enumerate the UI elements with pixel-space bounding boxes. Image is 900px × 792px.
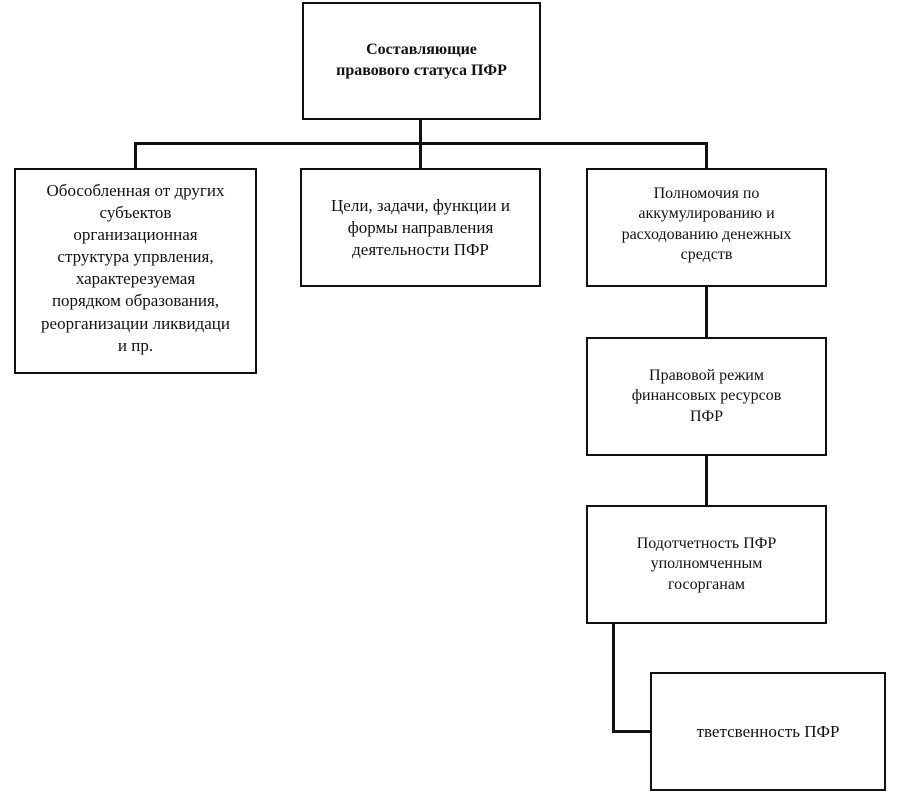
node-powers-accumulation-spending: Полномочия по аккумулированию и расходов… [586, 168, 827, 287]
connector-powers-to-regime [705, 286, 708, 339]
node-organizational-structure-label: Обособленная от других субъектов организ… [41, 181, 230, 355]
node-accountability-state-bodies-label: Подотчетность ПФР уполномченным госорган… [636, 534, 777, 593]
connector-regime-to-accountability [705, 455, 708, 507]
node-responsibility-label: тветсвенность ПФР [696, 721, 840, 741]
node-responsibility: тветсвенность ПФР [650, 672, 886, 791]
node-goals-tasks-functions-label: Цели, задачи, функции и формы направлени… [331, 196, 510, 259]
node-accountability-state-bodies: Подотчетность ПФР уполномченным госорган… [586, 505, 827, 624]
node-legal-regime-financial-resources-label: Правовой режим финансовых ресурсов ПФР [631, 366, 782, 425]
node-root-label: Составляющие правового статуса ПФР [336, 41, 507, 79]
node-goals-tasks-functions: Цели, задачи, функции и формы направлени… [300, 168, 541, 287]
node-powers-accumulation-spending-label: Полномочия по аккумулированию и расходов… [621, 185, 792, 264]
node-legal-regime-financial-resources: Правовой режим финансовых ресурсов ПФР [586, 337, 827, 456]
node-organizational-structure: Обособленная от других субъектов организ… [14, 168, 257, 374]
connector-drop-to-powers [705, 142, 708, 170]
connector-root-stem [419, 119, 422, 144]
connector-accountability-to-responsibility-horizontal [612, 730, 652, 733]
connector-drop-to-structure [134, 142, 137, 170]
connector-drop-to-goals [419, 142, 422, 170]
connector-accountability-to-responsibility-vertical [612, 623, 615, 733]
node-root: Составляющие правового статуса ПФР [302, 2, 541, 120]
